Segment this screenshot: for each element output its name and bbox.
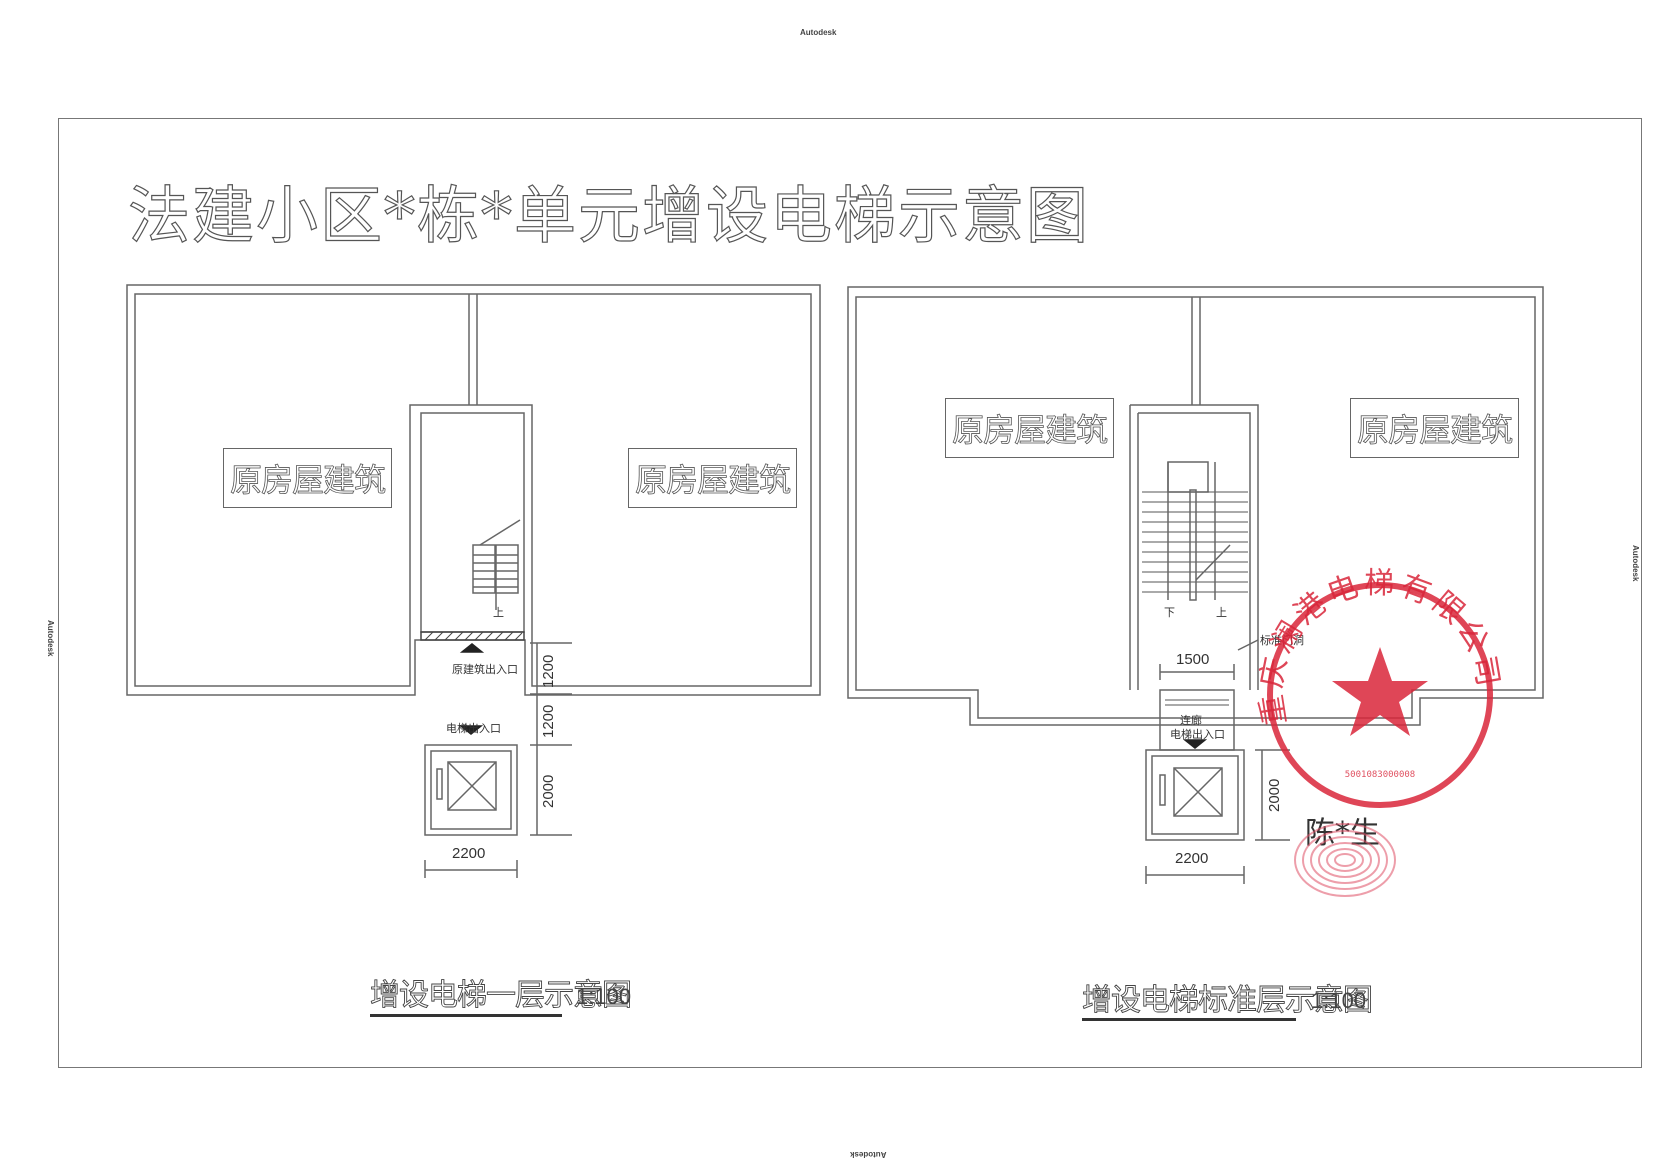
left-plan-dim-h1: 1200 [540,654,557,688]
right-plan-stair-up: 上 [1216,606,1227,619]
right-plan-building-right: 原房屋建筑 [1350,398,1520,458]
left-plan-entrance-elevator: 电梯出入口 [446,722,501,735]
right-plan-dim-w: 2200 [1175,850,1209,867]
left-plan-caption-underline [370,1014,562,1017]
left-plan-dim-h3: 2000 [540,774,557,808]
company-seal: 重庆澜港电梯有限公司 5001083000008 [1254,566,1502,808]
left-plan-dim-h2: 1200 [540,704,557,738]
right-plan-stair-down: 下 [1164,606,1175,619]
right-plan-dim-w-top: 1500 [1176,651,1210,668]
right-plan-caption-underline [1082,1018,1296,1021]
left-plan-caption: 增设电梯一层示意图 [370,978,633,1014]
right-plan-walls [847,286,1544,884]
right-plan-scale: 1:100 [1311,988,1367,1013]
right-plan-corridor-label: 连廊 [1180,714,1202,727]
left-plan-walls [126,284,821,878]
right-plan-caption: 增设电梯标准层示意图 [1082,983,1374,1019]
right-plan-entrance-elevator: 电梯出入口 [1170,728,1225,741]
left-plan-building-left: 原房屋建筑 [223,448,393,508]
drawing-title: 法建小区*栋*单元增设电梯示意图 [127,178,1091,252]
fingerprint-icon [1294,823,1396,897]
left-plan-building-right: 原房屋建筑 [628,448,798,508]
left-plan-entrance-original: 原建筑出入口 [452,663,518,676]
seal-star-icon [1332,647,1428,736]
drawing-frame [58,118,1642,1068]
watermark-top: Autodesk [800,28,837,37]
seal-number: 5001083000008 [1345,770,1415,780]
left-plan-scale: 1:100 [576,984,632,1009]
right-plan-building-left: 原房屋建筑 [945,398,1115,458]
left-plan-stair-label: 上 [493,606,504,619]
left-plan-dim-w: 2200 [452,845,486,862]
